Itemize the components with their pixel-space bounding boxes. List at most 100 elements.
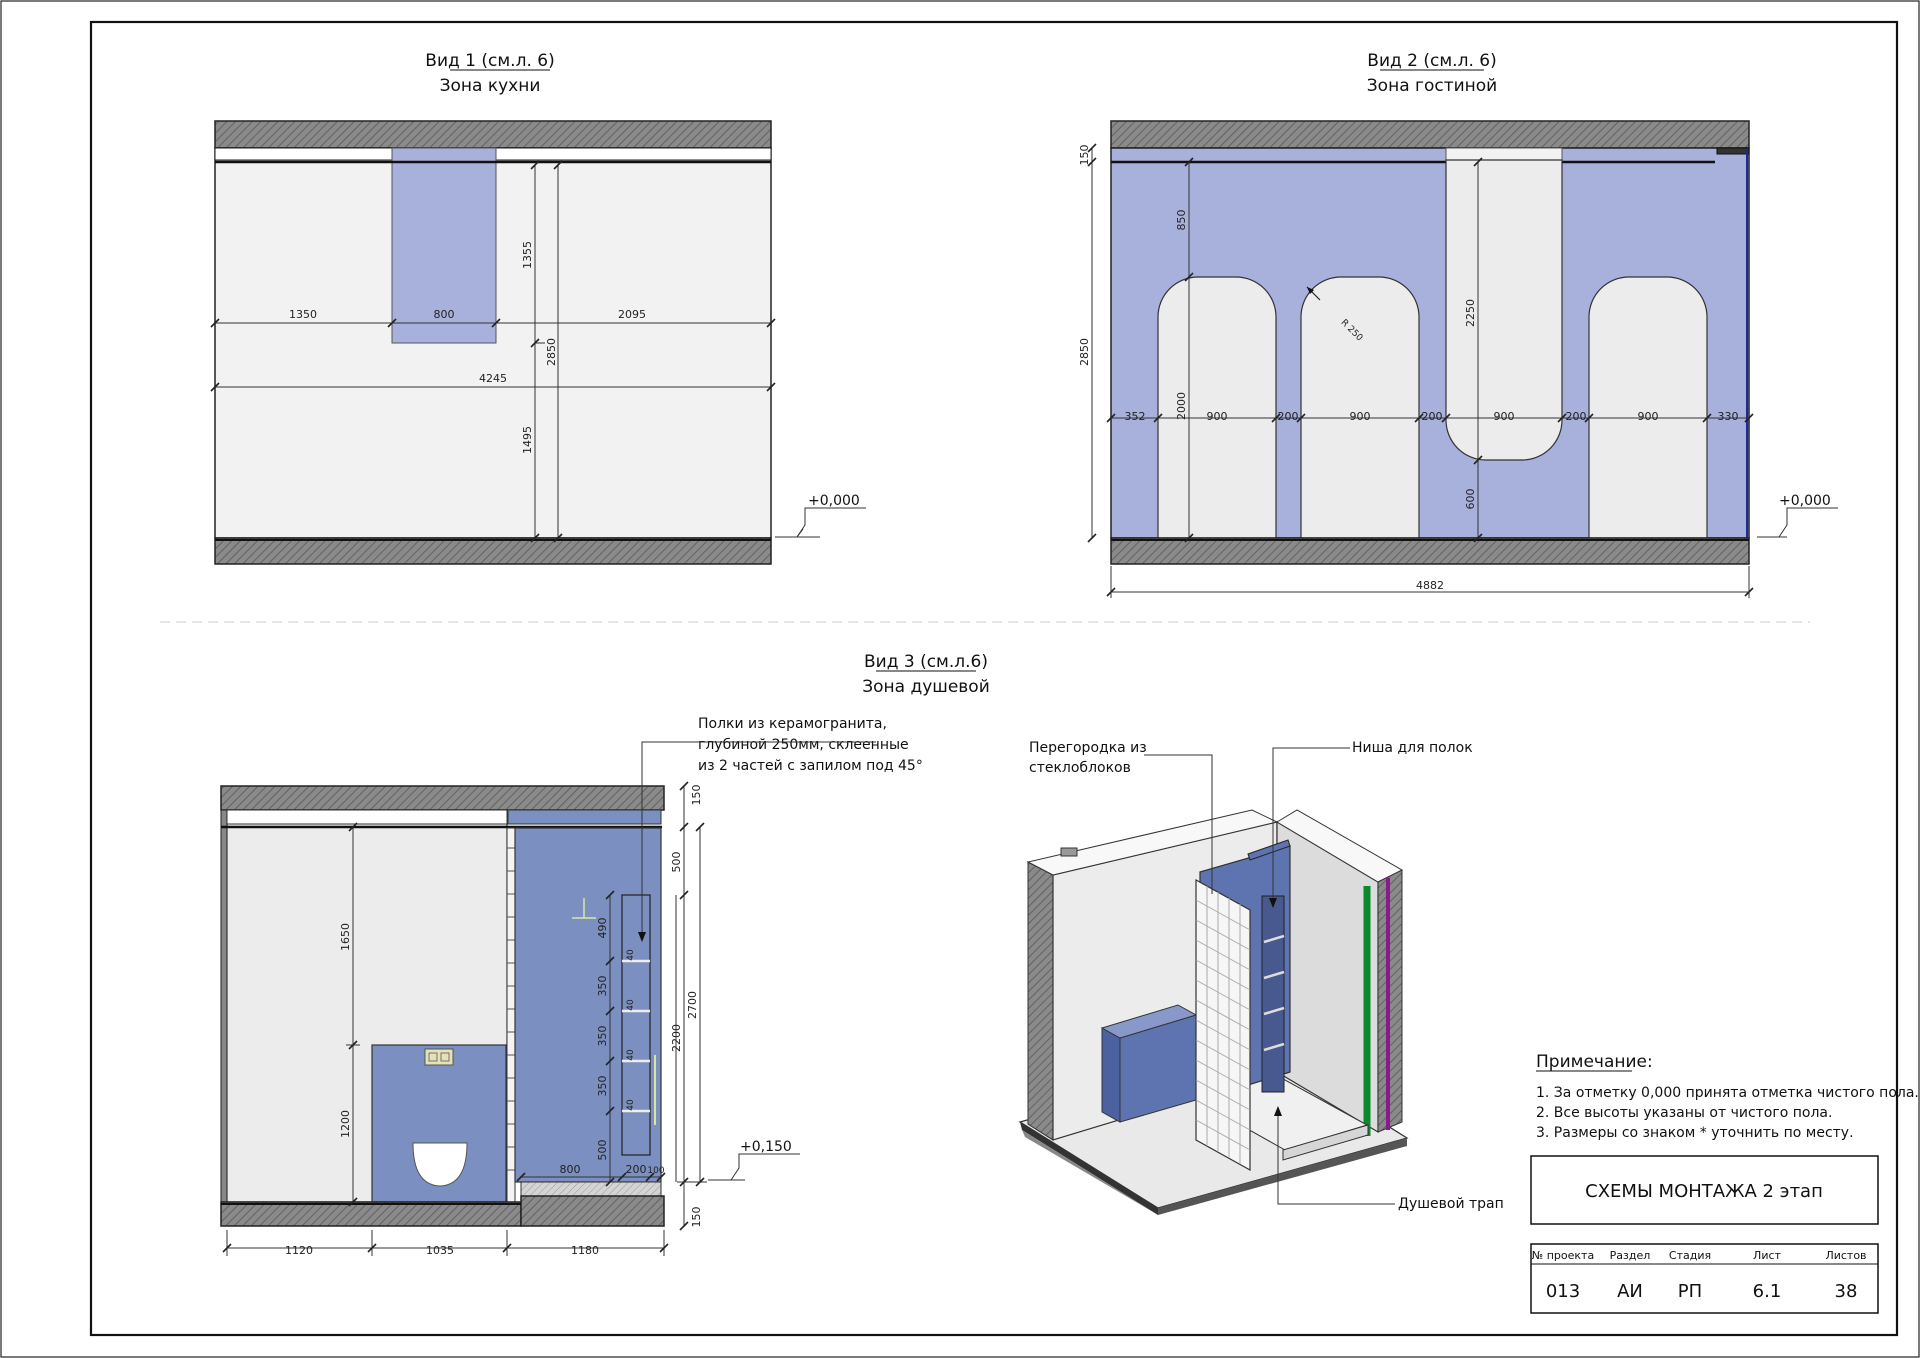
- callout-drain: Душевой трап: [1398, 1196, 1504, 1212]
- dim-1350: 1350: [289, 308, 317, 321]
- dim-800: 800: [434, 308, 455, 321]
- view-3-shower: Вид 3 (см.л.6) Зона душевой: [220, 652, 990, 1257]
- callout-partition-line-2: стеклоблоков: [1029, 760, 1131, 776]
- dim-200-a: 200: [1278, 410, 1299, 423]
- dim-1355: 1355: [521, 241, 534, 269]
- view-2-subtitle: Зона гостиной: [1367, 76, 1497, 96]
- dim-2850: 2850: [545, 338, 558, 366]
- callout-partition-line-1: Перегородка из: [1029, 740, 1147, 756]
- callout-shelves-line-1: Полки из керамогранита,: [698, 716, 887, 732]
- callout-niche: Ниша для полок: [1352, 740, 1473, 756]
- dim-2000: 2000: [1175, 392, 1188, 420]
- ceiling-slab: [1110, 120, 1750, 149]
- dim-2250: 2250: [1464, 299, 1477, 327]
- glass-block-partition: [506, 827, 516, 1203]
- dim-2700: 2700: [686, 991, 699, 1019]
- dim-40-d: 40: [626, 1099, 636, 1111]
- dim-490: 490: [596, 918, 609, 939]
- dim-1120: 1120: [285, 1244, 313, 1257]
- dim-200-b: 200: [1422, 410, 1443, 423]
- dim-352: 352: [1125, 410, 1146, 423]
- dim-200-c: 200: [1566, 410, 1587, 423]
- dim-900-b: 900: [1350, 410, 1371, 423]
- title-block-title: СХЕМЫ МОНТАЖА 2 этап: [1585, 1181, 1823, 1202]
- callout-shelves-line-3: из 2 частей с запилом под 45°: [698, 758, 923, 774]
- stamp-project-number: 013: [1546, 1281, 1580, 1302]
- dim-150-top: 150: [690, 785, 703, 806]
- dim-850: 850: [1175, 210, 1188, 231]
- stamp-header-project: № проекта: [1532, 1249, 1594, 1262]
- stamp-stage: РП: [1678, 1281, 1702, 1302]
- stamp-sheet: 6.1: [1753, 1281, 1782, 1302]
- dim-500-top: 500: [670, 852, 683, 873]
- dim-4245: 4245: [479, 372, 507, 385]
- dim-600: 600: [1464, 489, 1477, 510]
- notes-block: Примечание: 1. За отметку 0,000 принята …: [1536, 1052, 1919, 1141]
- stamp-sheets-total: 38: [1835, 1281, 1858, 1302]
- shower-tray-raised: [520, 1181, 662, 1197]
- dim-1650: 1650: [339, 923, 352, 951]
- isometric-shower-view: Перегородка из стеклоблоков Ниша для пол…: [1018, 740, 1504, 1215]
- view-3-title: Вид 3 (см.л.6): [864, 652, 988, 672]
- toilet-icon: [412, 1142, 468, 1187]
- arch-3: [1588, 276, 1708, 539]
- dim-200: 200: [626, 1163, 647, 1176]
- dim-350-a: 350: [596, 976, 609, 997]
- floor-slab: [1110, 537, 1750, 565]
- dim-2850: 2850: [1078, 338, 1091, 366]
- blue-panel: [391, 147, 497, 344]
- stamp-section: АИ: [1617, 1281, 1643, 1302]
- dim-350-b: 350: [596, 1026, 609, 1047]
- dim-150-bottom: 150: [690, 1207, 703, 1228]
- stamp-header-stage: Стадия: [1669, 1249, 1711, 1262]
- level-mark-view-1: +0,000: [808, 493, 860, 509]
- view-2-title: Вид 2 (см.л. 6): [1367, 51, 1496, 71]
- dim-2200: 2200: [670, 1024, 683, 1052]
- ceiling-slab: [220, 785, 665, 811]
- dim-40-a: 40: [626, 949, 636, 961]
- dim-2095: 2095: [618, 308, 646, 321]
- niche-shelves: [622, 959, 650, 1113]
- dim-1200: 1200: [339, 1110, 352, 1138]
- arch-1: [1157, 276, 1277, 539]
- dim-40-c: 40: [626, 1049, 636, 1061]
- view-1-subtitle: Зона кухни: [440, 76, 541, 96]
- dim-40-b: 40: [626, 999, 636, 1011]
- view-3-subtitle: Зона душевой: [862, 677, 990, 697]
- arch-2: [1300, 276, 1420, 539]
- view-1-kitchen: Вид 1 (см.л. 6) Зона кухни 1350 800 2095…: [210, 51, 866, 565]
- stamp-header-section: Раздел: [1610, 1249, 1651, 1262]
- floor-slab: [220, 1201, 522, 1227]
- stamp-header-sheets: Листов: [1825, 1249, 1866, 1262]
- notes-title: Примечание:: [1536, 1052, 1653, 1072]
- dim-1495: 1495: [521, 426, 534, 454]
- level-mark-view-3: +0,150: [740, 1139, 792, 1155]
- shower-mixer-icon: [572, 898, 596, 919]
- note-2: 2. Все высоты указаны от чистого пола.: [1536, 1105, 1832, 1121]
- inverted-arch: [1445, 159, 1563, 461]
- view-2-living: Вид 2 (см.л. 6) Зона гостиной: [1078, 51, 1838, 598]
- stamp-header-sheet: Лист: [1753, 1249, 1781, 1262]
- dim-330: 330: [1718, 410, 1739, 423]
- view-1-title: Вид 1 (см.л. 6): [425, 51, 554, 71]
- callout-shelves-line-2: глубиной 250мм, склеенные: [698, 737, 909, 753]
- dim-800: 800: [560, 1163, 581, 1176]
- dim-1180: 1180: [571, 1244, 599, 1257]
- dim-900-c: 900: [1494, 410, 1515, 423]
- level-mark-view-2: +0,000: [1779, 493, 1831, 509]
- shelf-niche: [621, 894, 651, 1156]
- floor-slab: [214, 537, 772, 565]
- ceiling-slab: [214, 120, 772, 149]
- dim-1035: 1035: [426, 1244, 454, 1257]
- dim-500-bottom: 500: [596, 1140, 609, 1161]
- dim-4882: 4882: [1416, 579, 1444, 592]
- dim-900-d: 900: [1638, 410, 1659, 423]
- dim-900-a: 900: [1207, 410, 1228, 423]
- inner-frame: [89, 20, 1899, 1337]
- note-1: 1. За отметку 0,000 принята отметка чист…: [1536, 1085, 1919, 1101]
- note-3: 3. Размеры со знаком * уточнить по месту…: [1536, 1125, 1854, 1141]
- dim-150: 150: [1078, 145, 1091, 166]
- dim-350-c: 350: [596, 1076, 609, 1097]
